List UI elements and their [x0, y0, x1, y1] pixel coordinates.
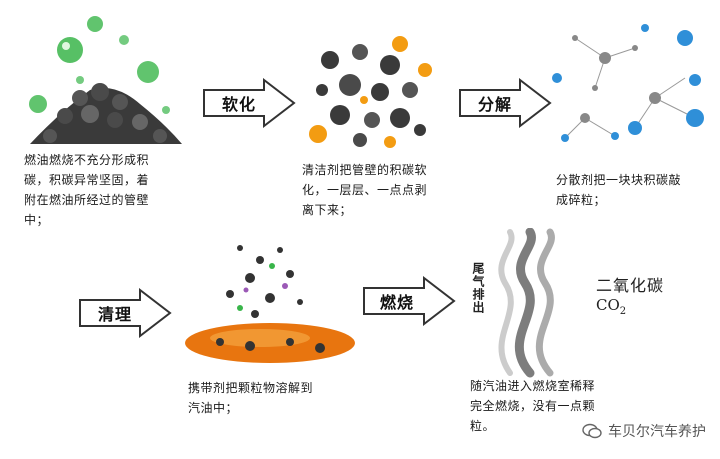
burn-caption: 随汽油进入燃烧室稀释 完全燃烧，没有一点颗 粒。 — [470, 379, 596, 433]
arrow-soften — [203, 78, 296, 128]
arrow-clean — [79, 288, 172, 338]
exhaust-product: 二氧化碳 — [596, 276, 665, 295]
fuel-puddle-illustration — [185, 245, 355, 363]
arrow-label-clean: 清理 — [98, 305, 133, 324]
exhaust-smoke-illustration — [498, 228, 555, 378]
softened-carbon-illustration — [309, 36, 432, 148]
watermark-text: 车贝尔汽车养护 — [608, 424, 706, 440]
carbon-heap — [30, 83, 182, 144]
dispersed-particles-illustration — [552, 24, 704, 142]
exhaust-label: 尾气排出 — [471, 262, 485, 314]
carbon-pile-illustration — [29, 16, 182, 144]
arrow-decompose — [459, 78, 552, 128]
wechat-icon — [582, 423, 602, 439]
intro-caption: 燃油燃烧不充分形成积 碳，积碳异常坚固，着 附在燃油所经过的管壁 中； — [24, 153, 150, 227]
arrow-burn — [363, 276, 456, 326]
arrow-label-decompose: 分解 — [478, 95, 513, 114]
arrow-label-burn: 燃烧 — [380, 293, 415, 312]
watermark: 车贝尔汽车养护 — [582, 421, 706, 441]
arrow-label-soften: 软化 — [222, 95, 257, 114]
clean-caption: 携带剂把颗粒物溶解到 汽油中； — [188, 381, 314, 415]
co2-formula: CO2 — [596, 296, 627, 317]
decompose-caption: 分散剂把一块块积碳敲 成碎粒； — [556, 173, 682, 207]
green-bubbles — [29, 16, 170, 114]
soften-caption: 清洁剂把管壁的积碳软 化，一层层、一点点剥 离下来； — [302, 163, 428, 217]
